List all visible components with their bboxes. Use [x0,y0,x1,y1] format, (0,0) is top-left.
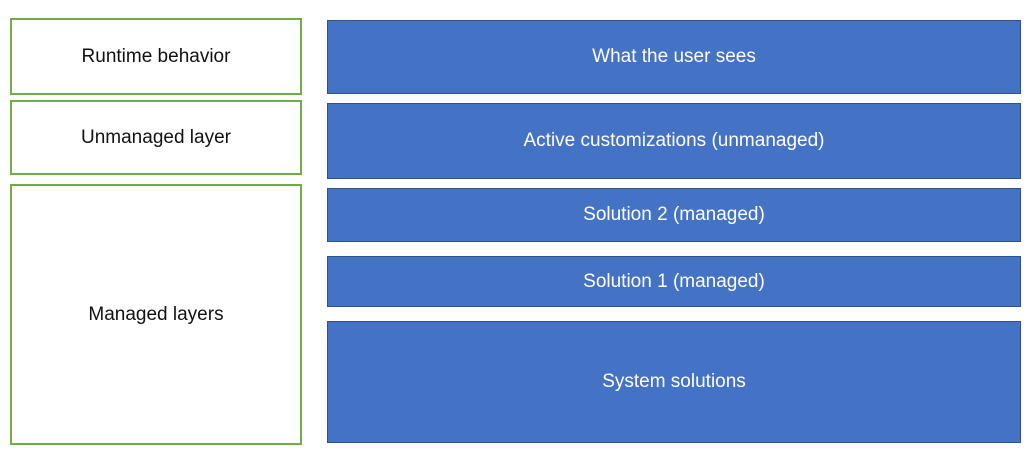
layer-box-solution-1: Solution 1 (managed) [327,256,1021,307]
layer-group-label: Managed layers [88,303,224,325]
layer-box-label: What the user sees [592,46,756,68]
layer-box-active-customizations: Active customizations (unmanaged) [327,103,1021,179]
layer-box-solution-2: Solution 2 (managed) [327,188,1021,242]
layer-box-label: Solution 1 (managed) [583,270,765,292]
layer-group-unmanaged-layer: Unmanaged layer [10,100,302,175]
layer-group-managed-layers: Managed layers [10,184,302,445]
layer-box-label: System solutions [602,371,746,393]
layer-box-label: Active customizations (unmanaged) [523,130,825,152]
layer-box-what-the-user-sees: What the user sees [327,20,1021,94]
layer-group-label: Runtime behavior [81,45,231,67]
layer-box-label: Solution 2 (managed) [583,204,765,226]
layer-box-system-solutions: System solutions [327,321,1021,443]
layer-group-label: Unmanaged layer [81,126,231,148]
layer-group-runtime-behavior: Runtime behavior [10,18,302,95]
